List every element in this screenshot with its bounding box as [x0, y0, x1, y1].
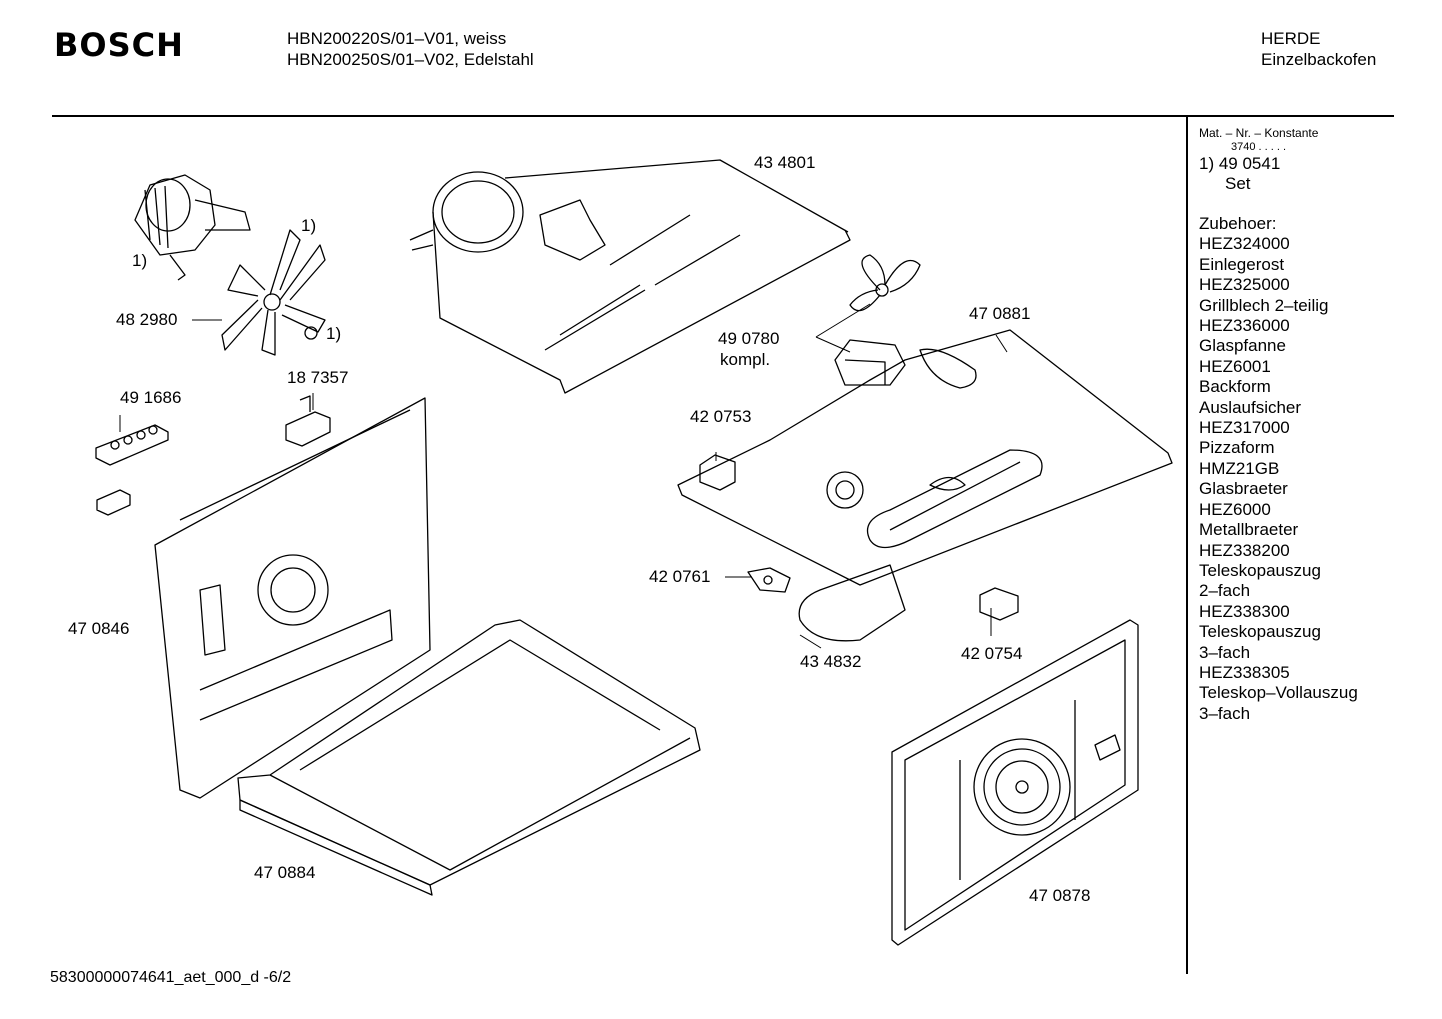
accessory-item: Einlegerost — [1199, 254, 1285, 274]
brand-logo: BOSCH — [54, 26, 184, 64]
set-label: Set — [1225, 174, 1251, 193]
accessory-item: Glasbraeter — [1199, 479, 1288, 499]
sidebar-divider — [1186, 117, 1188, 974]
part-label-420761: 42 0761 — [649, 567, 711, 586]
category-line-2: Einzelbackofen — [1261, 50, 1377, 69]
part-label-470846: 47 0846 — [68, 619, 130, 638]
accessory-item: HEZ6000 — [1199, 499, 1271, 519]
part-label-420753: 42 0753 — [690, 407, 752, 426]
exploded-diagram — [95, 159, 1173, 946]
accessory-item: HEZ325000 — [1199, 275, 1290, 295]
accessory-item: 2–fach — [1199, 581, 1251, 601]
part-label-482980: 48 2980 — [116, 310, 178, 329]
part-label-491686: 49 1686 — [120, 388, 182, 407]
accessory-item: HEZ338305 — [1199, 662, 1290, 682]
model-line-2: HBN200250S/01–V02, Edelstahl — [287, 50, 534, 69]
category-line-1: HERDE — [1261, 29, 1321, 48]
accessory-item: Backform — [1199, 377, 1271, 397]
document-id: 58300000074641_aet_000_d -6/2 — [50, 969, 292, 986]
bottom-tray-drawing — [237, 619, 701, 896]
oven-top-plate-drawing — [677, 329, 1173, 586]
accessory-item: Grillblech 2–teilig — [1199, 295, 1329, 315]
accessory-item: Teleskop–Vollauszug — [1199, 683, 1358, 703]
thermostat-switches-drawing — [699, 454, 1019, 621]
accessory-item: Teleskopauszug — [1199, 622, 1321, 642]
set-number: 1) 49 0541 — [1199, 154, 1281, 173]
header-divider — [52, 115, 1394, 117]
part-label-434801: 43 4801 — [754, 153, 816, 172]
accessories-title: Zubehoer: — [1199, 214, 1277, 233]
accessory-item: HEZ338200 — [1199, 540, 1290, 560]
model-line-1: HBN200220S/01–V01, weiss — [287, 29, 507, 48]
air-duct-drawing — [409, 159, 851, 394]
accessory-item: Metallbraeter — [1199, 520, 1299, 540]
convection-fan-drawing — [834, 254, 921, 386]
accessories-list: Zubehoer: HEZ324000 Einlegerost HEZ32500… — [1199, 214, 1429, 724]
front-panel-drawing — [891, 619, 1139, 946]
accessory-item: HEZ6001 — [1199, 356, 1271, 376]
accessory-item: Auslaufsicher — [1199, 397, 1302, 417]
switch-drawing — [285, 395, 331, 447]
mat-label: Mat. – Nr. – Konstante — [1199, 126, 1319, 140]
fan-motor-drawing — [134, 174, 251, 281]
sidebar: Mat. – Nr. – Konstante 3740 . . . . . 1)… — [1199, 126, 1429, 724]
accessory-item: 3–fach — [1199, 703, 1251, 723]
constant-value: 3740 . . . . . — [1231, 141, 1287, 153]
part-label-187357: 18 7357 — [287, 368, 349, 387]
accessory-item: HEZ336000 — [1199, 316, 1290, 336]
model-info: HBN200220S/01–V01, weiss HBN200250S/01–V… — [287, 28, 534, 70]
accessory-item: HEZ317000 — [1199, 418, 1290, 438]
accessory-item: HMZ21GB — [1199, 458, 1280, 478]
footnote-label: 1) — [326, 324, 342, 343]
accessory-item: Teleskopauszug — [1199, 560, 1321, 580]
leader-lines — [119, 303, 1008, 649]
accessory-item: Pizzaform — [1199, 438, 1275, 458]
part-label-420754: 42 0754 — [961, 644, 1023, 663]
accessory-item: HEZ324000 — [1199, 234, 1290, 254]
part-label-470878: 47 0878 — [1029, 886, 1091, 905]
accessory-item: Glaspfanne — [1199, 336, 1286, 356]
part-label-470884: 47 0884 — [254, 863, 316, 882]
footnote-label: 1) — [132, 251, 148, 270]
part-label-434832: 43 4832 — [800, 652, 862, 671]
fan-blade-drawing — [221, 229, 326, 356]
back-wall-drawing — [154, 397, 431, 799]
accessory-item: HEZ338300 — [1199, 601, 1290, 621]
footnote-label: 1) — [301, 216, 317, 235]
mounting-plate-drawing — [747, 564, 906, 642]
category-info: HERDE Einzelbackofen — [1261, 28, 1376, 70]
part-label-490780: 49 0780 — [718, 329, 780, 348]
part-label-kompl: kompl. — [720, 350, 771, 369]
accessory-item: 3–fach — [1199, 642, 1251, 662]
part-label-470881: 47 0881 — [969, 304, 1031, 323]
terminal-block-drawing — [95, 424, 169, 516]
